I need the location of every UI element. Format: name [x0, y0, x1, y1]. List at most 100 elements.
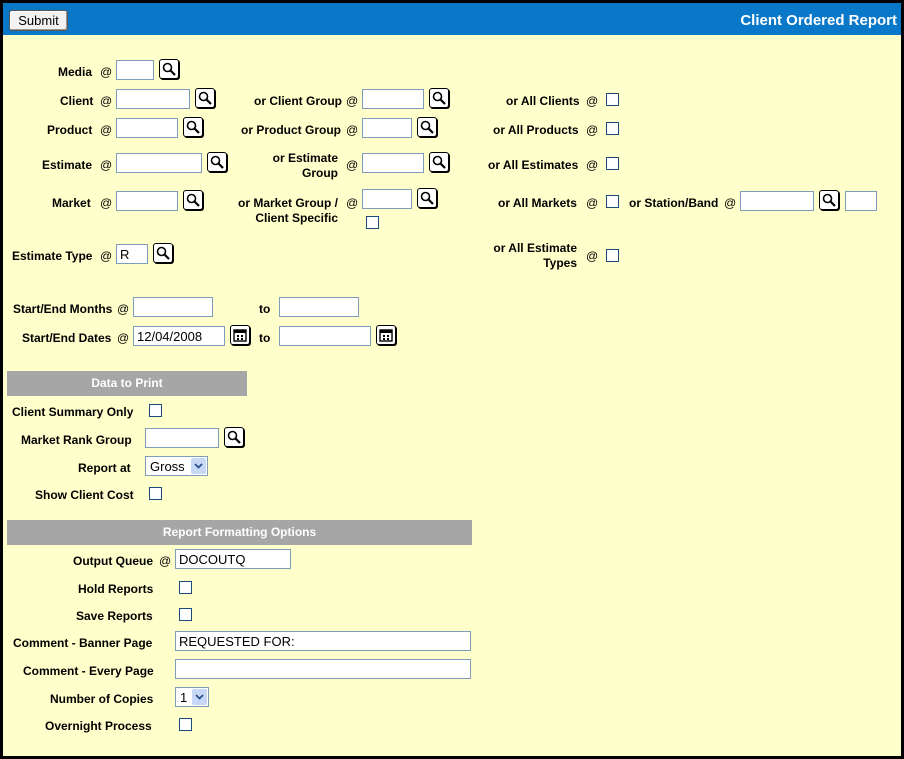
report-at-select[interactable]: Gross [145, 456, 208, 476]
to-label: to [259, 331, 271, 345]
client-label: Client [60, 94, 94, 108]
at-symbol: @ [100, 65, 113, 79]
page-title: Client Ordered Report [740, 12, 897, 29]
start-date-calendar-icon[interactable] [230, 325, 250, 345]
client-group-input[interactable] [362, 89, 424, 109]
all-clients-checkbox[interactable] [606, 93, 619, 106]
all-estimate-types-label-line2: Types [543, 256, 577, 270]
client-summary-only-label: Client Summary Only [12, 405, 134, 419]
product-group-label: or Product Group [241, 123, 341, 137]
report-at-label: Report at [78, 461, 131, 475]
save-reports-label: Save Reports [76, 609, 153, 623]
at-symbol: @ [100, 249, 113, 263]
end-month-input[interactable] [279, 297, 359, 317]
number-of-copies-label: Number of Copies [50, 692, 154, 706]
market-rank-group-input[interactable] [145, 428, 219, 448]
station-band-lookup-icon[interactable] [819, 190, 839, 210]
all-markets-label: or All Markets [498, 196, 577, 210]
product-group-lookup-icon[interactable] [417, 117, 437, 137]
product-group-input[interactable] [362, 118, 412, 138]
report-formatting-heading: Report Formatting Options [7, 520, 472, 545]
overnight-process-label: Overnight Process [45, 719, 152, 733]
at-symbol: @ [586, 158, 599, 172]
start-end-dates-label: Start/End Dates [22, 331, 112, 345]
market-group-input[interactable] [362, 189, 412, 209]
station-band-label: or Station/Band [629, 196, 719, 210]
end-date-input[interactable] [279, 326, 371, 346]
client-lookup-icon[interactable] [195, 88, 215, 108]
start-date-input[interactable] [133, 326, 225, 346]
client-summary-only-checkbox[interactable] [149, 404, 162, 417]
all-estimate-types-checkbox[interactable] [606, 249, 619, 262]
at-symbol: @ [346, 123, 359, 137]
estimate-group-lookup-icon[interactable] [429, 152, 449, 172]
all-products-checkbox[interactable] [606, 122, 619, 135]
estimate-lookup-icon[interactable] [207, 152, 227, 172]
show-client-cost-checkbox[interactable] [149, 487, 162, 500]
estimate-group-label-line2: Group [302, 166, 338, 180]
client-group-lookup-icon[interactable] [429, 88, 449, 108]
market-input[interactable] [116, 191, 178, 211]
number-of-copies-value: 1 [180, 690, 188, 705]
market-label: Market [52, 196, 91, 210]
data-to-print-heading: Data to Print [7, 371, 247, 396]
client-specific-checkbox[interactable] [366, 216, 379, 229]
station-band-input[interactable] [740, 191, 814, 211]
number-of-copies-select[interactable]: 1 [175, 687, 209, 707]
estimate-input[interactable] [116, 153, 202, 173]
estimate-type-lookup-icon[interactable] [153, 243, 173, 263]
save-reports-checkbox[interactable] [179, 608, 192, 621]
comment-every-page-label: Comment - Every Page [23, 664, 154, 678]
all-markets-checkbox[interactable] [606, 195, 619, 208]
at-symbol: @ [100, 196, 113, 210]
at-symbol: @ [586, 123, 599, 137]
market-rank-group-label: Market Rank Group [21, 433, 132, 447]
comment-banner-label: Comment - Banner Page [13, 636, 153, 650]
to-label: to [259, 302, 271, 316]
all-estimates-checkbox[interactable] [606, 157, 619, 170]
at-symbol: @ [586, 94, 599, 108]
market-lookup-icon[interactable] [183, 190, 203, 210]
output-queue-input[interactable] [175, 549, 291, 569]
media-input[interactable] [116, 60, 154, 80]
market-group-label-line1: or Market Group / [237, 196, 338, 210]
submit-button[interactable]: Submit [9, 10, 68, 31]
at-symbol: @ [117, 302, 130, 316]
market-group-lookup-icon[interactable] [417, 188, 437, 208]
estimate-group-input[interactable] [362, 153, 424, 173]
end-date-calendar-icon[interactable] [376, 325, 396, 345]
at-symbol: @ [724, 196, 737, 210]
product-input[interactable] [116, 118, 178, 138]
header-bar [3, 3, 901, 35]
estimate-type-input[interactable] [116, 244, 148, 264]
all-clients-label: or All Clients [506, 94, 580, 108]
estimate-group-label-line1: or Estimate [272, 151, 338, 165]
media-label: Media [58, 65, 93, 79]
chevron-down-icon[interactable] [191, 458, 206, 474]
at-symbol: @ [100, 158, 113, 172]
product-label: Product [47, 123, 93, 137]
chevron-down-icon[interactable] [192, 689, 207, 705]
at-symbol: @ [346, 158, 359, 172]
at-symbol: @ [159, 554, 172, 568]
output-queue-label: Output Queue [73, 554, 153, 568]
product-lookup-icon[interactable] [183, 117, 203, 137]
band-input[interactable] [845, 191, 877, 211]
media-lookup-icon[interactable] [159, 59, 179, 79]
show-client-cost-label: Show Client Cost [35, 488, 134, 502]
at-symbol: @ [586, 249, 599, 263]
hold-reports-checkbox[interactable] [179, 581, 192, 594]
all-estimate-types-label-line1: or All Estimate [493, 241, 577, 255]
client-input[interactable] [116, 89, 190, 109]
comment-banner-input[interactable] [175, 631, 471, 651]
report-at-value: Gross [150, 459, 185, 474]
comment-every-page-input[interactable] [175, 659, 471, 679]
hold-reports-label: Hold Reports [78, 582, 154, 596]
at-symbol: @ [117, 331, 130, 345]
overnight-process-checkbox[interactable] [179, 718, 192, 731]
market-rank-group-lookup-icon[interactable] [224, 427, 244, 447]
start-month-input[interactable] [133, 297, 213, 317]
estimate-label: Estimate [42, 158, 93, 172]
market-group-label-line2: Client Specific [255, 211, 338, 225]
at-symbol: @ [100, 123, 113, 137]
